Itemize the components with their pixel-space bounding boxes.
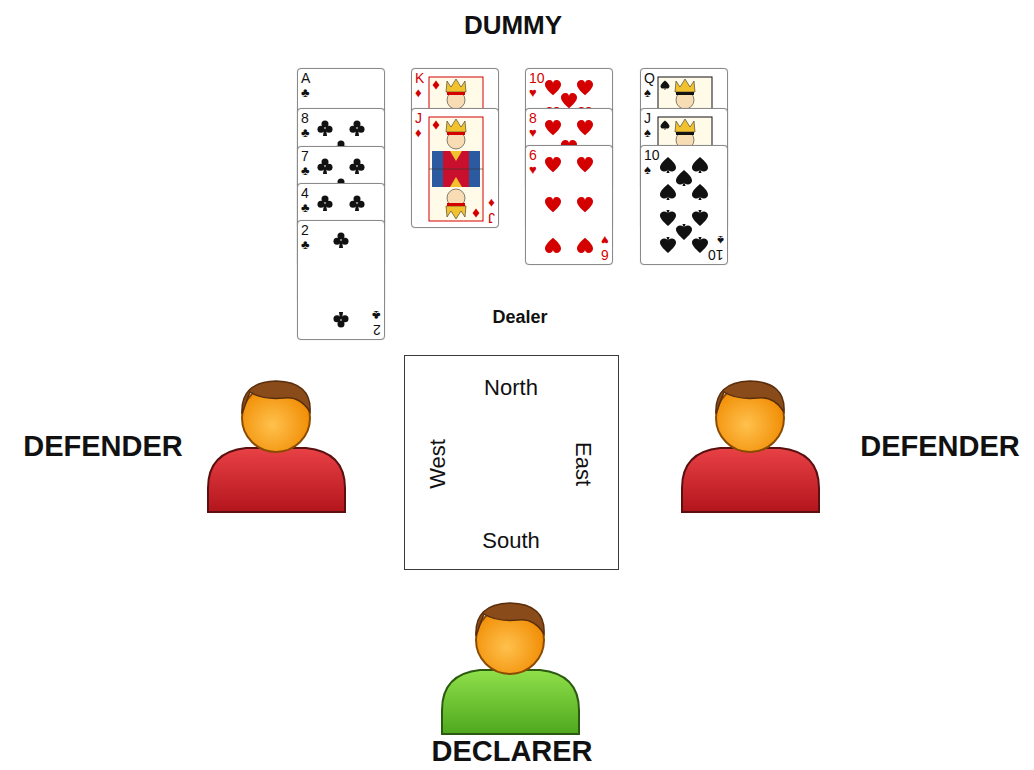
playing-card: 6♥6♥ (525, 145, 613, 265)
suit-pip (317, 195, 332, 211)
face-card-picture (429, 117, 483, 221)
declarer-figure (442, 603, 579, 734)
suit-pip (692, 184, 708, 200)
suit-pip (577, 80, 593, 95)
suit-pip (349, 120, 364, 136)
card-rank: 7 (301, 149, 309, 163)
card-suit: ♣ (301, 126, 310, 139)
card-suit: ♠ (717, 234, 724, 247)
suit-pip (660, 210, 676, 226)
card-rank: 8 (301, 111, 309, 125)
card-rank: J (644, 111, 651, 125)
card-rank: 10 (529, 71, 545, 85)
suit-pip (545, 238, 561, 253)
card-rank: 10 (644, 148, 660, 162)
playing-card: 10♠10♠ (640, 145, 728, 265)
suit-pip (473, 209, 480, 218)
suit-pip (317, 120, 332, 136)
card-suit: ♦ (415, 86, 422, 99)
suit-pip (577, 197, 593, 212)
card-face (641, 146, 727, 264)
card-rank: Q (644, 71, 655, 85)
card-suit: ♠ (644, 163, 651, 176)
card-suit: ♣ (301, 86, 310, 99)
card-face (526, 146, 612, 264)
compass-seat: East (572, 442, 594, 486)
card-suit: ♥ (601, 234, 609, 247)
card-face (298, 221, 384, 339)
card-suit: ♣ (301, 201, 310, 214)
card-suit: ♥ (529, 126, 537, 139)
card-suit: ♥ (529, 163, 537, 176)
suit-pip (676, 170, 692, 186)
defender-figure (682, 381, 819, 512)
card-suit: ♦ (415, 126, 422, 139)
card-rank: 6 (529, 148, 537, 162)
card-rank: K (415, 71, 424, 85)
suit-pip (349, 195, 364, 211)
suit-pip (561, 93, 577, 108)
compass-seat: South (482, 530, 540, 552)
suit-pip (545, 80, 561, 95)
dealer-label: Dealer (492, 308, 547, 326)
card-suit: ♣ (301, 238, 310, 251)
suit-pip (692, 157, 708, 173)
suit-pip (577, 157, 593, 172)
card-rank: 10 (708, 248, 724, 262)
suit-pip (692, 210, 708, 226)
defender-figure (208, 381, 345, 512)
card-rank: 6 (601, 248, 609, 262)
suit-pip (545, 157, 561, 172)
card-suit: ♥ (529, 86, 537, 99)
card-suit: ♠ (644, 126, 651, 139)
card-rank: 2 (301, 223, 309, 237)
playing-card: 2♣2♣ (297, 220, 385, 340)
suit-pip (545, 197, 561, 212)
suit-pip (692, 237, 708, 253)
suit-pip (545, 120, 561, 135)
card-suit: ♣ (372, 309, 381, 322)
suit-pip (660, 157, 676, 173)
suit-pip (577, 120, 593, 135)
card-suit: ♦ (488, 197, 495, 210)
card-rank: 8 (529, 111, 537, 125)
suit-pip (433, 81, 440, 90)
suit-pip (433, 121, 440, 130)
card-suit: ♣ (301, 164, 310, 177)
card-rank: J (488, 211, 495, 225)
suit-pip (349, 158, 364, 174)
suit-pip (333, 232, 348, 248)
player-role: DECLARER (431, 737, 592, 766)
suit-pip (676, 224, 692, 240)
playing-card: J♦J♦ (411, 108, 499, 228)
hand-label: DUMMY (464, 12, 562, 38)
suit-pip (661, 121, 670, 130)
compass-seat: North (484, 377, 538, 399)
suit-pip (577, 238, 593, 253)
bridge-table: NorthWest EastSouth (404, 355, 619, 570)
card-rank: 2 (373, 323, 381, 337)
player-role: DEFENDER (860, 432, 1020, 461)
suit-pip (660, 184, 676, 200)
suit-pip (661, 81, 670, 90)
card-rank: J (415, 111, 422, 125)
card-rank: 4 (301, 186, 309, 200)
card-face (412, 109, 498, 227)
card-suit: ♠ (644, 86, 651, 99)
compass-seat: West (427, 439, 449, 489)
suit-pip (660, 237, 676, 253)
card-rank: A (301, 71, 310, 85)
suit-pip (333, 312, 348, 328)
suit-pip (317, 158, 332, 174)
player-role: DEFENDER (23, 432, 183, 461)
